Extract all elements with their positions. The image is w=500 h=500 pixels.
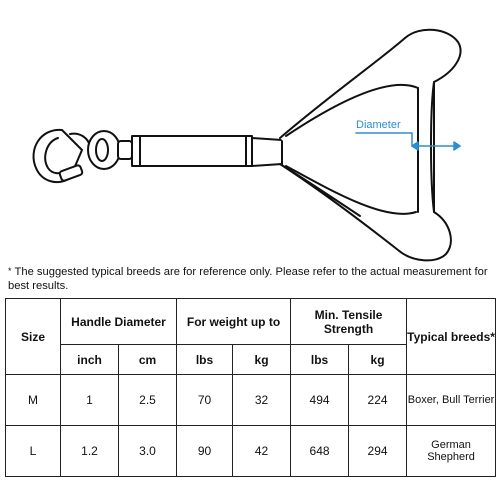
cell-tensile-kg: 224: [348, 374, 408, 426]
subheader-inch: inch: [60, 344, 119, 375]
header-handle-diameter: Handle Diameter: [59, 298, 178, 345]
table-row: M 1 2.5 70 32 494 224 Boxer, Bull Terrie…: [5, 374, 497, 426]
table-row: L 1.2 3.0 90 42 648 294 German Shepherd: [5, 425, 497, 477]
header-row: Size Handle Diameter For weight up to Mi…: [5, 298, 497, 375]
note-text: The suggested typical breeds are for ref…: [8, 266, 488, 292]
swivel-icon: [87, 130, 133, 170]
cell-size: L: [5, 425, 61, 477]
subheader-cm: cm: [117, 344, 178, 375]
cell-tensile-lbs: 494: [290, 374, 350, 426]
cell-tensile-lbs: 648: [290, 425, 350, 477]
cell-weight-lbs: 70: [176, 374, 234, 426]
size-chart-table: Size Handle Diameter For weight up to Mi…: [5, 298, 497, 477]
cell-weight-lbs: 90: [176, 425, 234, 477]
cell-cm: 3.0: [117, 425, 178, 477]
carabiner-clip-icon: [32, 128, 91, 184]
diameter-label: Diameter: [356, 119, 401, 131]
subheader-tensile-kg: kg: [348, 344, 408, 375]
header-weight: For weight up to: [176, 298, 292, 345]
cell-tensile-kg: 294: [348, 425, 408, 477]
cell-inch: 1: [60, 374, 119, 426]
cell-inch: 1.2: [60, 425, 119, 477]
leash-handle-illustration: [32, 28, 462, 262]
cell-cm: 2.5: [117, 374, 178, 426]
subheader-tensile-lbs: lbs: [290, 344, 350, 375]
subheader-weight-lbs: lbs: [176, 344, 234, 375]
cell-weight-kg: 42: [232, 425, 292, 477]
leash-handle-icon: [279, 28, 462, 262]
subheader-weight-kg: kg: [232, 344, 292, 375]
reference-note: *The suggested typical breeds are for re…: [8, 264, 496, 293]
header-typical-breeds: Typical breeds*: [406, 298, 497, 375]
subheader-row: inch cm lbs kg lbs kg: [6, 344, 496, 375]
diameter-arrow-icon: [355, 132, 461, 151]
leash-stem: [131, 135, 283, 167]
note-star: *: [8, 266, 12, 276]
header-size: Size: [5, 298, 61, 375]
cell-breeds: Boxer, Bull Terrier: [406, 374, 497, 426]
header-tensile-strength: Min. Tensile Strength: [290, 298, 408, 345]
cell-breeds: German Shepherd: [406, 425, 497, 477]
cell-size: M: [5, 374, 61, 426]
cell-weight-kg: 32: [232, 374, 292, 426]
